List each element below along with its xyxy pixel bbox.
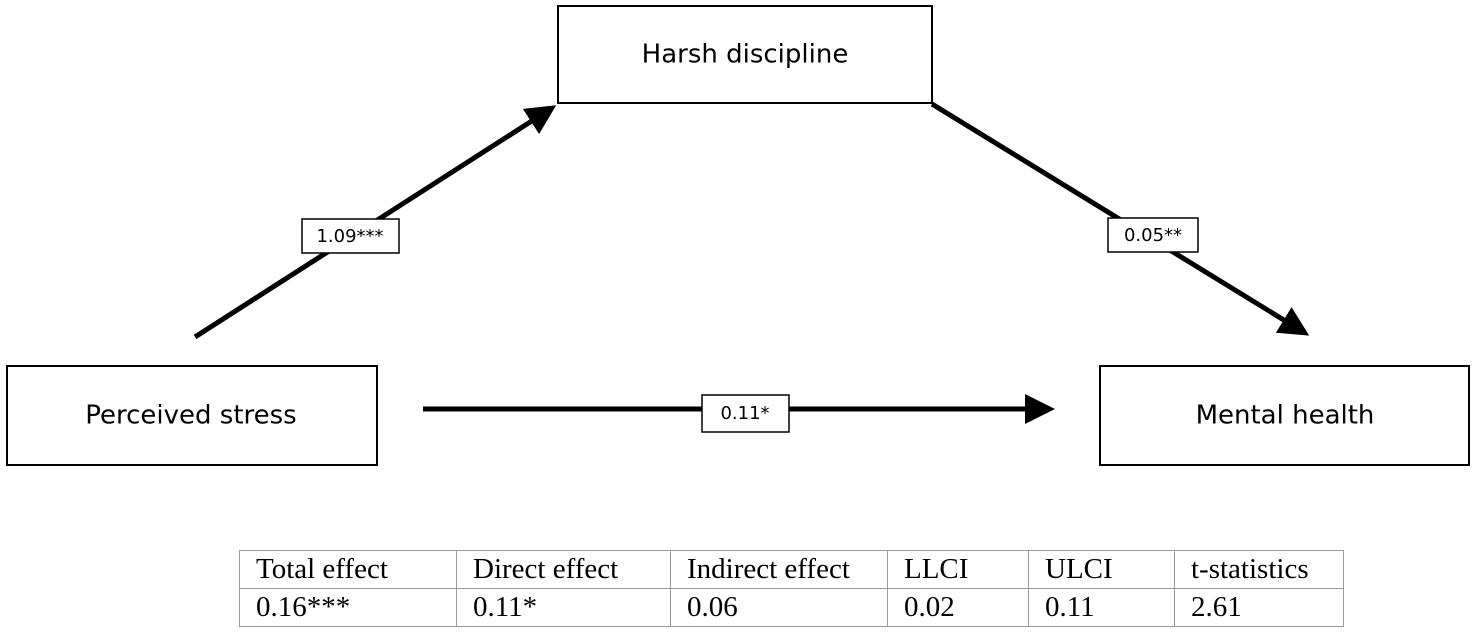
- value-total-effect: 0.16***: [239, 588, 457, 627]
- path-a-coefficient: 1.09***: [301, 218, 400, 254]
- mediator-label: Harsh discipline: [642, 40, 849, 70]
- value-ulci: 0.11: [1028, 588, 1175, 627]
- path-b-coefficient: 0.05**: [1107, 217, 1199, 253]
- table-header-row: Total effect Direct effect Indirect effe…: [239, 550, 1344, 589]
- path-a-label: 1.09***: [316, 226, 383, 247]
- effects-table: Total effect Direct effect Indirect effe…: [239, 550, 1344, 627]
- predictor-node: Perceived stress: [6, 365, 378, 466]
- value-t-statistics: 2.61: [1174, 588, 1344, 627]
- table-values-row: 0.16*** 0.11* 0.06 0.02 0.11 2.61: [239, 588, 1344, 627]
- value-direct-effect: 0.11*: [456, 588, 671, 627]
- outcome-node: Mental health: [1099, 365, 1470, 466]
- header-direct-effect: Direct effect: [456, 550, 671, 589]
- mediator-node: Harsh discipline: [557, 5, 933, 104]
- header-indirect-effect: Indirect effect: [670, 550, 888, 589]
- value-llci: 0.02: [887, 588, 1029, 627]
- header-t-statistics: t-statistics: [1174, 550, 1344, 589]
- outcome-label: Mental health: [1196, 401, 1375, 431]
- header-total-effect: Total effect: [239, 550, 457, 589]
- path-c-prime-label: 0.11*: [720, 403, 769, 424]
- header-llci: LLCI: [887, 550, 1029, 589]
- header-ulci: ULCI: [1028, 550, 1175, 589]
- path-b-label: 0.05**: [1124, 225, 1182, 246]
- value-indirect-effect: 0.06: [670, 588, 888, 627]
- path-c-prime-coefficient: 0.11*: [701, 394, 790, 433]
- mediation-diagram: Harsh discipline Perceived stress Mental…: [6, 5, 1470, 466]
- predictor-label: Perceived stress: [85, 401, 296, 431]
